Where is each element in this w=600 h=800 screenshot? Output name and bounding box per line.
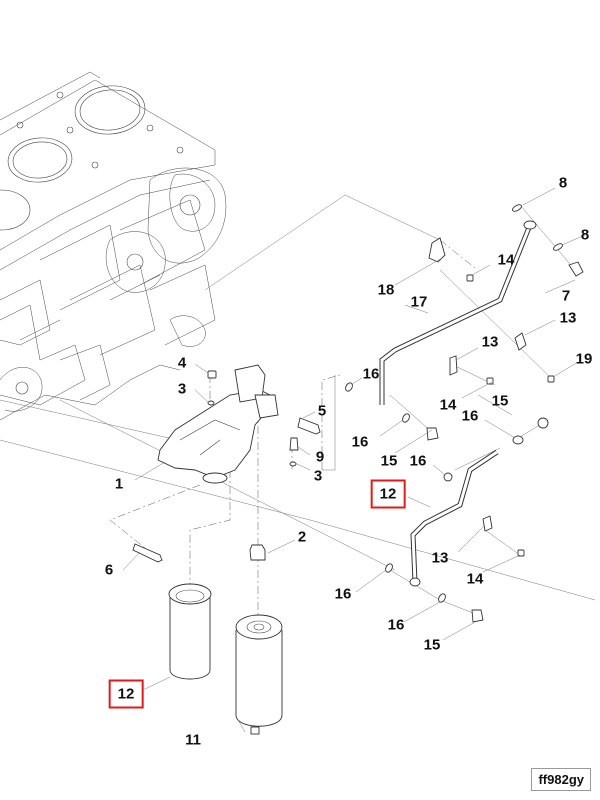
callout-1[interactable]: 1 bbox=[114, 475, 124, 493]
callout-15[interactable]: 15 bbox=[380, 452, 398, 470]
callout-8[interactable]: 8 bbox=[558, 174, 568, 192]
fuel-line-17 bbox=[379, 220, 537, 405]
callout-13[interactable]: 13 bbox=[559, 309, 577, 327]
callout-17[interactable]: 17 bbox=[410, 293, 428, 311]
callout-14[interactable]: 14 bbox=[497, 251, 515, 269]
callout-18[interactable]: 18 bbox=[377, 281, 395, 299]
callout-16[interactable]: 16 bbox=[409, 452, 427, 470]
figure-reference-code: ff982gy bbox=[531, 768, 591, 791]
fuel-line-12 bbox=[409, 449, 499, 587]
callout-12-highlighted[interactable]: 12 bbox=[370, 479, 406, 509]
filter-head-bracket bbox=[157, 364, 279, 484]
callout-16[interactable]: 16 bbox=[387, 616, 405, 634]
callout-15[interactable]: 15 bbox=[491, 392, 509, 410]
callout-11[interactable]: 11 bbox=[185, 731, 201, 749]
callout-13[interactable]: 13 bbox=[431, 549, 449, 567]
filter-element-12 bbox=[168, 583, 212, 680]
callout-12-highlighted[interactable]: 12 bbox=[108, 679, 144, 709]
callout-16[interactable]: 16 bbox=[362, 365, 380, 383]
hardware bbox=[132, 204, 584, 623]
callout-13[interactable]: 13 bbox=[481, 333, 499, 351]
callout-3[interactable]: 3 bbox=[313, 467, 323, 485]
callout-16[interactable]: 16 bbox=[351, 433, 369, 451]
callout-7[interactable]: 7 bbox=[561, 287, 571, 305]
callout-16[interactable]: 16 bbox=[461, 407, 479, 425]
callout-15[interactable]: 15 bbox=[423, 636, 441, 654]
callout-6[interactable]: 6 bbox=[104, 561, 114, 579]
callout-4[interactable]: 4 bbox=[177, 354, 187, 372]
fuel-filter-11 bbox=[235, 614, 283, 735]
callout-2[interactable]: 2 bbox=[297, 528, 307, 546]
callout-9[interactable]: 9 bbox=[315, 448, 325, 466]
engine-block bbox=[0, 71, 227, 421]
callout-14[interactable]: 14 bbox=[439, 396, 457, 414]
callout-3[interactable]: 3 bbox=[177, 380, 187, 398]
callout-leaders bbox=[122, 187, 586, 733]
callout-19[interactable]: 19 bbox=[575, 350, 593, 368]
callout-16[interactable]: 16 bbox=[334, 585, 352, 603]
callout-14[interactable]: 14 bbox=[466, 570, 484, 588]
callout-8[interactable]: 8 bbox=[580, 226, 590, 244]
callout-5[interactable]: 5 bbox=[317, 402, 327, 420]
